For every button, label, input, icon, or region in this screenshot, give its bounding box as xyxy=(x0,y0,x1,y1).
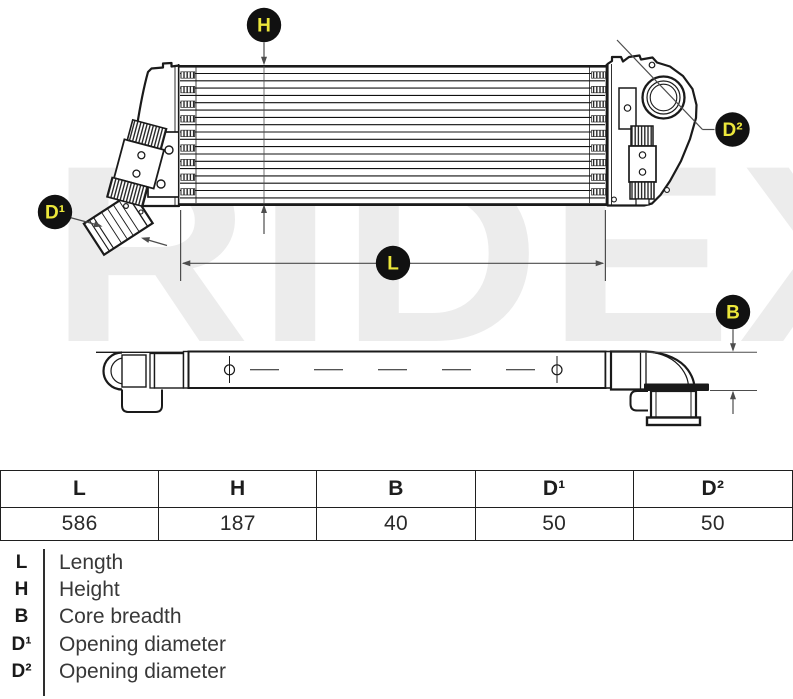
table-header-h: H xyxy=(159,471,318,508)
svg-text:B: B xyxy=(726,303,740,324)
mounting-foot xyxy=(121,389,163,413)
svg-text:H: H xyxy=(257,16,271,37)
dim-label-d2: D² xyxy=(715,112,750,147)
legend-row-d2: D² Opening diameter xyxy=(0,659,793,686)
dim-label-b: B xyxy=(715,294,751,330)
legend-symbol: D¹ xyxy=(11,633,32,655)
side-view xyxy=(96,350,709,427)
technical-drawing: RIDEX xyxy=(37,7,793,427)
outlet-flange-stack xyxy=(628,125,657,206)
table-header-l: L xyxy=(1,471,160,508)
svg-text:D¹: D¹ xyxy=(45,203,65,224)
outlet-opening xyxy=(641,75,686,120)
legend-description: Length xyxy=(59,550,124,574)
tube-ends-right xyxy=(591,71,606,196)
legend-symbol: B xyxy=(14,606,29,628)
legend-description: Height xyxy=(59,578,120,602)
legend-row-d1: D¹ Opening diameter xyxy=(0,631,793,658)
table-header-d2: D² xyxy=(633,471,792,508)
legend-row-b: B Core breadth xyxy=(0,604,793,631)
table-value-l: 586 xyxy=(1,508,160,540)
legend-symbol: H xyxy=(14,579,29,601)
legend-symbol: L xyxy=(15,551,28,573)
legend-description: Opening diameter xyxy=(59,632,226,656)
table-header-b: B xyxy=(317,471,476,508)
dimensions-table: L H B D¹ D² 586 187 40 50 50 xyxy=(0,470,793,541)
front-view xyxy=(82,54,698,257)
table-value-h: 187 xyxy=(159,508,318,540)
legend-description: Core breadth xyxy=(59,605,182,629)
legend-row-h: H Height xyxy=(0,576,793,603)
table-header-d1: D¹ xyxy=(475,471,634,508)
arrowheads xyxy=(93,56,736,400)
svg-text:L: L xyxy=(387,254,399,275)
tube-ends-left xyxy=(180,71,196,196)
inlet-pipe xyxy=(82,190,155,257)
svg-text:D²: D² xyxy=(722,120,742,141)
table-value-d2: 50 xyxy=(700,512,725,535)
legend-row-l: L Length xyxy=(0,549,793,576)
left-tank xyxy=(82,61,192,257)
table-value-d1: 50 xyxy=(476,508,634,540)
legend: L Length H Height B Core breadth D¹ Open… xyxy=(0,549,793,696)
right-tank xyxy=(606,54,698,207)
inlet-flange-stack xyxy=(105,118,168,208)
dim-label-l: L xyxy=(375,245,411,281)
legend-description: Opening diameter xyxy=(59,660,226,684)
legend-symbol: D² xyxy=(11,661,32,683)
table-value-b: 40 xyxy=(317,508,476,540)
outlet-stub xyxy=(649,389,698,419)
dim-label-d1: D¹ xyxy=(37,194,73,230)
core xyxy=(177,64,608,206)
dim-label-h: H xyxy=(246,7,282,43)
legend-divider xyxy=(43,549,45,696)
